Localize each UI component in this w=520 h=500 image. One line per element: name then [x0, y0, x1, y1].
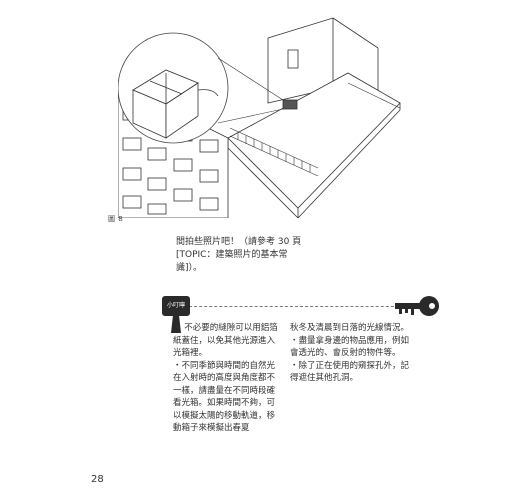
tip-paragraph: ・不同季節與時間的自然光在入射時的高度與角度都不一樣，請盡量在不同時段確看光箱。… [173, 360, 276, 434]
key-icon [395, 296, 439, 316]
building-model-illustration [118, 17, 401, 218]
intro-paragraph: 間拍些照片吧！（請參考 30 頁[TOPIC：建築照片的基本常識]）。 [176, 237, 302, 273]
figure-label: 圖 8 [108, 215, 124, 223]
keyhole-icon [171, 315, 181, 333]
tip-paragraph: 秋冬及清晨到日落的光線情況。 [290, 323, 410, 333]
page-number: 28 [91, 474, 104, 485]
tip-paragraph: ・盡量拿身邊的物品應用，例如會透光的、會反射的物件等。 [290, 335, 410, 359]
tip-paragraph: ・除了正在使用的窺探孔外，記得遮住其他孔洞。 [290, 360, 410, 384]
tip-divider [184, 306, 414, 307]
tip-column-left: ・ 不必要的縫隙可以用鋁箔紙蓋住，以免其他光源進入光箱裡。 ・不同季節與時間的自… [173, 322, 283, 435]
tip-paragraph: ・ 不必要的縫隙可以用鋁箔紙蓋住，以免其他光源進入光箱裡。 [173, 323, 278, 358]
tip-column-right: 秋冬及清晨到日落的光線情況。 ・盡量拿身邊的物品應用，例如會透光的、會反射的物件… [290, 322, 415, 385]
tip-badge: 小叮嚀 [162, 296, 190, 316]
